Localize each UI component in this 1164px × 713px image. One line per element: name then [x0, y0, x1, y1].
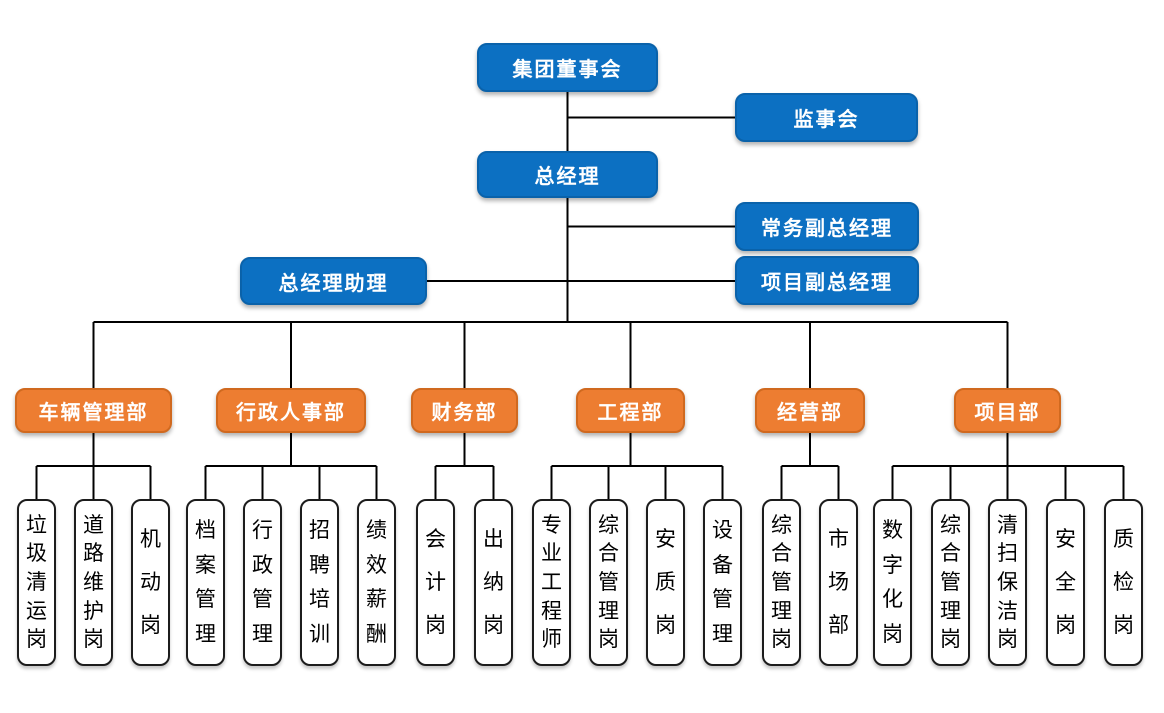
- dept-engineering: 工程部: [576, 388, 685, 433]
- position-recruit-training: 招聘培训: [300, 499, 339, 666]
- dept-admin-hr: 行政人事部: [216, 388, 366, 433]
- position-market: 市场部: [819, 499, 858, 666]
- position-equipment-management: 设备管理: [703, 499, 742, 666]
- dept-project: 项目部: [954, 388, 1061, 433]
- dept-operations: 经营部: [755, 388, 865, 433]
- position-accounting: 会计岗: [416, 499, 455, 666]
- node-exec-deputy-gm: 常务副总经理: [735, 202, 919, 251]
- position-road-maintenance: 道路维护岗: [74, 499, 113, 666]
- dept-finance: 财务部: [411, 388, 518, 433]
- position-general-management-proj: 综合管理岗: [931, 499, 970, 666]
- node-board: 集团董事会: [477, 43, 658, 92]
- position-safety: 安全岗: [1046, 499, 1085, 666]
- position-mobile: 机动岗: [131, 499, 170, 666]
- node-supervisory-board: 监事会: [735, 93, 918, 142]
- node-gm-assistant: 总经理助理: [240, 257, 427, 305]
- position-archives-management: 档案管理: [186, 499, 225, 666]
- position-safety-quality: 安质岗: [646, 499, 685, 666]
- position-performance-pay: 绩效薪酬: [357, 499, 396, 666]
- position-digitalization: 数字化岗: [873, 499, 912, 666]
- dept-vehicle-management: 车辆管理部: [15, 388, 172, 433]
- node-general-manager: 总经理: [477, 151, 658, 198]
- position-cashier: 出纳岗: [474, 499, 513, 666]
- position-admin-management: 行政管理: [243, 499, 282, 666]
- position-general-management-eng: 综合管理岗: [589, 499, 628, 666]
- position-quality-inspection: 质检岗: [1104, 499, 1143, 666]
- node-project-deputy-gm: 项目副总经理: [735, 256, 919, 305]
- position-cleaning: 清扫保洁岗: [988, 499, 1027, 666]
- position-professional-engineer: 专业工程师: [532, 499, 571, 666]
- position-general-management-ops: 综合管理岗: [762, 499, 801, 666]
- position-garbage-removal: 垃圾清运岗: [17, 499, 56, 666]
